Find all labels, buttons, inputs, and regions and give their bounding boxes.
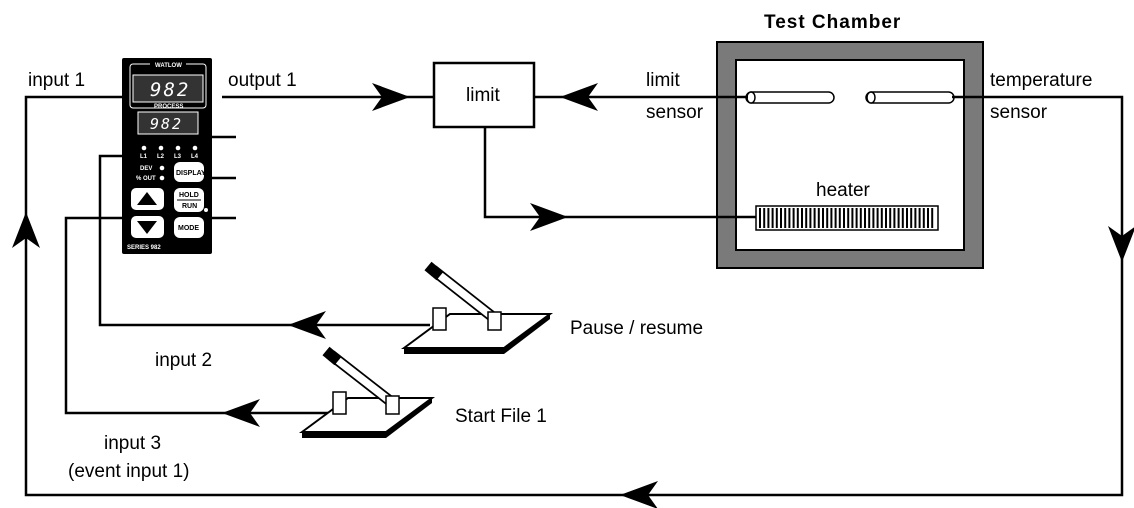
- series-label: SERIES 982: [127, 245, 161, 251]
- arrow-input3: [222, 399, 260, 427]
- led-dev: [159, 165, 165, 171]
- limit-sensor-label-1: limit: [646, 70, 680, 91]
- temperature-sensor-label-1: temperature: [990, 70, 1092, 91]
- controller-brand: WATLOW: [155, 63, 182, 69]
- led-l1: [141, 145, 147, 151]
- start-file-switch: [298, 346, 436, 438]
- input3-label-2: (event input 1): [68, 461, 189, 482]
- limit-box-label: limit: [466, 85, 500, 106]
- heater-element: [755, 205, 939, 231]
- limit-box: [432, 61, 536, 129]
- led-l3: [175, 145, 181, 151]
- out-label: % OUT: [136, 176, 156, 182]
- pause-resume-label: Pause / resume: [570, 318, 703, 339]
- display-top: [132, 74, 204, 103]
- led-label-l4: L4: [191, 154, 199, 160]
- display-button[interactable]: [174, 162, 204, 182]
- arrow-left-up: [12, 212, 40, 248]
- process-label: PROCESS: [154, 104, 183, 110]
- arrow-right-down: [1108, 226, 1134, 262]
- led-l2: [158, 145, 164, 151]
- output1-label: output 1: [228, 70, 297, 91]
- down-arrow-icon: [137, 221, 157, 234]
- arrow-output1: [372, 83, 410, 111]
- led-label-l2: L2: [157, 154, 165, 160]
- input3-label-1: input 3: [104, 433, 161, 454]
- led-out: [159, 175, 165, 181]
- display-button-label: DISPLAY: [176, 170, 206, 177]
- input1-label: input 1: [28, 70, 85, 91]
- display-bottom-value: 982: [150, 115, 183, 133]
- chamber-title: Test Chamber: [764, 12, 901, 33]
- start-file-label: Start File 1: [455, 406, 547, 427]
- arrow-heater: [530, 203, 568, 231]
- limit-sensor-probe: [745, 91, 835, 104]
- led-label-l1: L1: [140, 154, 148, 160]
- hold-label: HOLD: [179, 192, 199, 199]
- led-run: [204, 208, 208, 212]
- arrow-limit-sensor: [560, 83, 598, 111]
- mode-button[interactable]: [174, 217, 204, 238]
- arrow-input2: [288, 311, 326, 339]
- arrow-bottom-left: [620, 481, 658, 508]
- wire-input3: [64, 216, 330, 415]
- wire-input2: [98, 154, 430, 327]
- temperature-sensor-label-2: sensor: [990, 102, 1048, 123]
- watlow-controller: WATLOW 982 PROCESS 982 L1 L2 L3 L4 DEV %…: [122, 58, 212, 254]
- led-label-l3: L3: [174, 154, 182, 160]
- heater-label: heater: [816, 180, 871, 201]
- limit-sensor-label-2: sensor: [646, 102, 704, 123]
- led-l4: [192, 145, 198, 151]
- display-top-value: 982: [150, 79, 190, 101]
- wire-temperature-loop: [24, 95, 1124, 497]
- input2-label: input 2: [155, 350, 212, 371]
- wire-limit-to-heater: [483, 127, 756, 219]
- mode-button-label: MODE: [178, 225, 199, 232]
- temperature-sensor-probe: [865, 91, 955, 104]
- run-label: RUN: [182, 203, 197, 210]
- dev-label: DEV: [140, 166, 152, 172]
- pause-resume-switch: [400, 261, 554, 354]
- up-arrow-icon: [137, 192, 157, 205]
- display-bottom: [137, 111, 199, 135]
